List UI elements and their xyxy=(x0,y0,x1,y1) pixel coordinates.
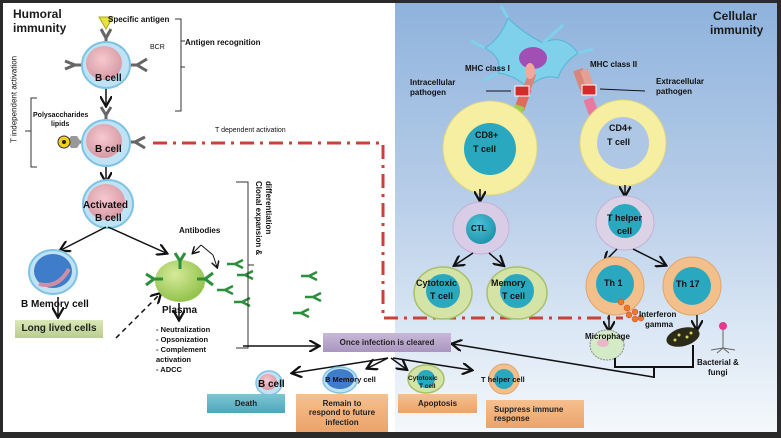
polysaccharide-antigen-icon xyxy=(57,135,81,149)
function-item: activation xyxy=(156,355,192,364)
cytotoxic-t-cell-icon xyxy=(413,266,473,320)
extracellular-label-line1: Extracellular xyxy=(656,77,705,86)
memory-t-cell-label-line1: Memory xyxy=(491,278,526,288)
cd8-t-cell-icon xyxy=(442,100,538,196)
specific-antigen-label: Specific antigen xyxy=(108,15,170,24)
b-cell-2-label: B cell xyxy=(95,144,122,155)
mhc-class-2-label: MHC class II xyxy=(590,60,638,69)
mhc-class-1-label: MHC class I xyxy=(465,64,510,73)
interferon-gamma-icon xyxy=(617,298,645,323)
bcr-label: BCR xyxy=(150,44,165,51)
remain-line2: respond to future xyxy=(308,408,376,418)
cellular-title-line1: Cellular xyxy=(713,9,758,23)
death-box: Death xyxy=(207,394,285,413)
cd8-label-line2: T cell xyxy=(473,144,497,154)
antibody-icon xyxy=(217,258,322,319)
th1-label: Th 1 xyxy=(604,278,623,288)
outcome-b-memory-cell-label: B Memory cell xyxy=(325,375,376,384)
t-dependent-activation-label: T dependent activation xyxy=(215,127,286,134)
t-helper-label-line2: cell xyxy=(617,226,633,236)
outcome-t-helper-cell-icon xyxy=(488,363,520,395)
specific-antigen-icon xyxy=(98,16,114,30)
ctl-cell-icon xyxy=(452,201,510,255)
t-helper-cell-icon xyxy=(595,195,655,251)
clonal-expansion-label-line1: Clonal expansion & xyxy=(253,181,263,256)
outcome-b-cell-icon xyxy=(255,370,283,396)
outcome-b-cell-label: B cell xyxy=(258,379,285,390)
microphage-label: Microphage xyxy=(585,332,630,341)
cytotoxic-t-cell-label-line2: T cell xyxy=(430,291,454,301)
cellular-title-line2: immunity xyxy=(710,23,764,37)
extracellular-label-line2: pathogen xyxy=(656,87,692,96)
outcome-cytotoxic-label-line2: T cell xyxy=(419,383,436,390)
suppress-immune-response-box: Suppress immune response xyxy=(486,400,584,428)
antibody-functions-list: - Neutralization - Opsonization - Comple… xyxy=(156,325,210,375)
diagram-frame: Humoral immunity Specific antigen BCR An… xyxy=(3,3,777,432)
bacterial-label-line2: fungi xyxy=(708,368,728,377)
function-item: - Neutralization xyxy=(156,325,211,334)
t-dependent-activation-path xyxy=(153,141,623,320)
cd4-t-cell-icon xyxy=(579,99,667,187)
intracellular-label-line1: Intracellular xyxy=(410,78,456,87)
b-cell-1-label: B cell xyxy=(95,73,122,84)
outcome-cytotoxic-label-line1: Cytotoxic xyxy=(408,375,438,382)
th1-cell-icon xyxy=(585,256,645,316)
memory-t-cell-icon xyxy=(486,266,548,320)
plasma-cell-icon xyxy=(155,260,205,302)
t-helper-label-line1: T helper xyxy=(607,213,643,223)
th17-label: Th 17 xyxy=(676,279,700,289)
b-memory-cell-icon xyxy=(28,249,78,295)
plasma-label: Plasma xyxy=(162,305,198,316)
outcome-t-helper-cell-label: T helper cell xyxy=(481,375,525,384)
t-independent-bracket xyxy=(25,97,37,168)
th17-cell-icon xyxy=(662,256,722,316)
function-item: - Complement xyxy=(156,345,207,354)
diagram-graphics xyxy=(25,5,736,396)
t-independent-activation-label: T independent activation xyxy=(9,55,19,143)
memory-t-cell-label-line2: T cell xyxy=(502,291,526,301)
antibody-icon xyxy=(145,252,214,287)
lipids-label: lipids xyxy=(51,121,70,128)
fungi-icon xyxy=(710,322,736,354)
microphage-icon xyxy=(589,329,625,361)
intracellular-label-line2: pathogen xyxy=(410,88,446,97)
interferon-label-line1: Interferon xyxy=(639,310,677,319)
cd4-label-line2: T cell xyxy=(607,137,631,147)
clonal-expansion-label-line2: differentiation xyxy=(263,181,273,235)
b-cell-1-icon xyxy=(81,41,131,89)
once-infection-cleared-box: Once infection is cleared xyxy=(323,333,451,352)
bacteria-icon xyxy=(666,327,700,347)
suppress-line1: Suppress immune xyxy=(494,404,564,414)
antibodies-label: Antibodies xyxy=(179,226,221,235)
outcome-b-memory-cell-icon xyxy=(322,366,358,394)
polysaccharides-label: Polysaccharides xyxy=(33,112,89,119)
b-memory-cell-label: B Memory cell xyxy=(21,299,89,310)
dendritic-cell-icon xyxy=(470,5,594,99)
ctl-label: CTL xyxy=(471,224,487,233)
cytotoxic-t-cell-label-line1: Cytotoxic xyxy=(416,278,458,288)
apoptosis-box: Apoptosis xyxy=(398,394,477,413)
activated-b-cell-label-line2: B cell xyxy=(95,213,122,224)
activated-b-cell-label-line1: Activated xyxy=(83,200,129,211)
outcome-cytotoxic-t-cell-icon xyxy=(407,364,445,394)
cd4-label-line1: CD4+ xyxy=(609,123,633,133)
clonal-expansion-bracket xyxy=(236,181,254,349)
humoral-title-line1: Humoral xyxy=(13,7,62,21)
antigen-recognition-label: Antigen recognition xyxy=(185,38,261,47)
b-cell-2-icon xyxy=(81,119,131,167)
interferon-label-line2: gamma xyxy=(645,320,674,329)
remain-to-respond-box: Remain to respond to future infection xyxy=(296,394,388,432)
long-lived-cells-box: Long lived cells xyxy=(15,320,103,338)
function-item: - Opsonization xyxy=(156,335,209,344)
antigen-recognition-bracket xyxy=(175,18,185,112)
function-item: - ADCC xyxy=(156,365,182,374)
humoral-title-line2: immunity xyxy=(13,21,67,35)
bacterial-label-line1: Bacterial & xyxy=(697,358,739,367)
cd8-label-line1: CD8+ xyxy=(475,130,499,140)
activated-b-cell-icon xyxy=(82,179,134,229)
suppress-line2: response xyxy=(494,414,530,423)
remain-line3: infection xyxy=(325,417,359,427)
remain-line1: Remain to xyxy=(322,399,362,409)
